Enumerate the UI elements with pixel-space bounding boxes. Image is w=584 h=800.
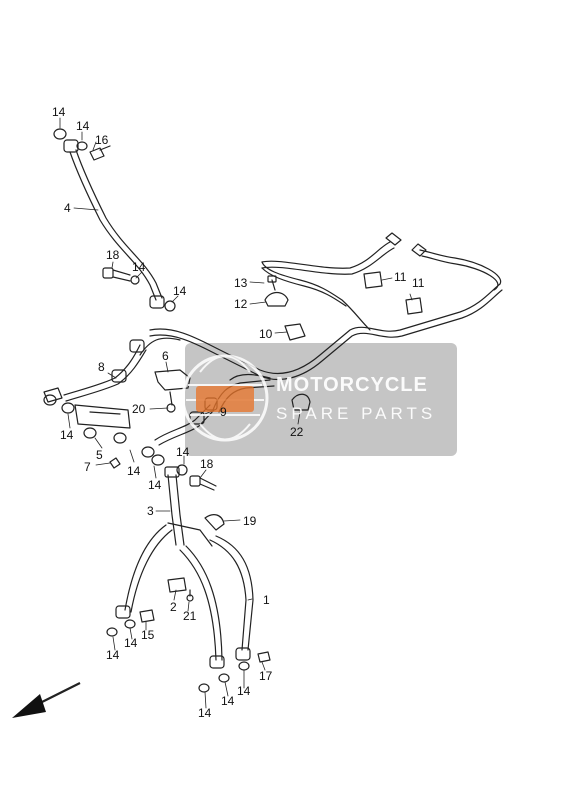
callout-4: 4 [64, 201, 71, 215]
callout-14: 14 [52, 105, 66, 119]
upper-brake-hose [53, 128, 165, 309]
callout-20: 20 [132, 402, 146, 416]
bracket-2 [167, 577, 194, 602]
callout-14: 14 [132, 260, 146, 274]
callout-3: 3 [147, 504, 154, 518]
callout-14: 14 [60, 428, 74, 442]
callout-14: 14 [127, 464, 141, 478]
watermark-line-1: MOTORCYCLE [276, 374, 428, 396]
callout-8: 8 [98, 360, 105, 374]
bracket-6 [154, 369, 191, 413]
callout-17: 17 [259, 669, 273, 683]
callout-14: 14 [176, 445, 190, 459]
callout-14: 14 [237, 684, 251, 698]
leader-lines [59, 117, 413, 709]
lower-hose-left [106, 524, 173, 637]
callout-21: 21 [183, 609, 197, 623]
callout-14: 14 [106, 648, 120, 662]
callout-13: 13 [234, 276, 248, 290]
front-direction-arrow [12, 682, 81, 718]
callout-12: 12 [234, 297, 248, 311]
callout-11: 11 [394, 270, 407, 284]
callout-14: 14 [221, 694, 235, 708]
lower-three-way [141, 446, 225, 547]
callout-14: 14 [173, 284, 187, 298]
callout-14: 14 [148, 478, 162, 492]
bolt-18-upper [102, 267, 140, 285]
callout-16: 16 [95, 133, 109, 147]
lower-hose-1 [209, 535, 271, 663]
callout-18: 18 [200, 457, 214, 471]
callout-22: 22 [290, 425, 304, 439]
callout-14: 14 [198, 706, 212, 720]
callout-1: 1 [263, 593, 270, 607]
lower-hose-middle [179, 545, 225, 669]
callout-14: 14 [124, 636, 138, 650]
watermark-line-2: SPARE PARTS [276, 404, 437, 423]
callout-11: 11 [412, 276, 425, 290]
clamps [264, 271, 423, 411]
watermark-logo [181, 354, 269, 442]
callout-9: 9 [220, 405, 227, 419]
callout-15: 15 [141, 628, 155, 642]
callout-10: 10 [259, 327, 273, 341]
callout-14: 14 [76, 119, 90, 133]
callout-6: 6 [162, 349, 169, 363]
joint-5 [43, 387, 131, 469]
callout-7: 7 [84, 460, 91, 474]
hose-8 [63, 339, 147, 402]
callout-18: 18 [106, 248, 120, 262]
callout-2: 2 [170, 600, 177, 614]
callout-19: 19 [243, 514, 257, 528]
callout-5: 5 [96, 448, 103, 462]
